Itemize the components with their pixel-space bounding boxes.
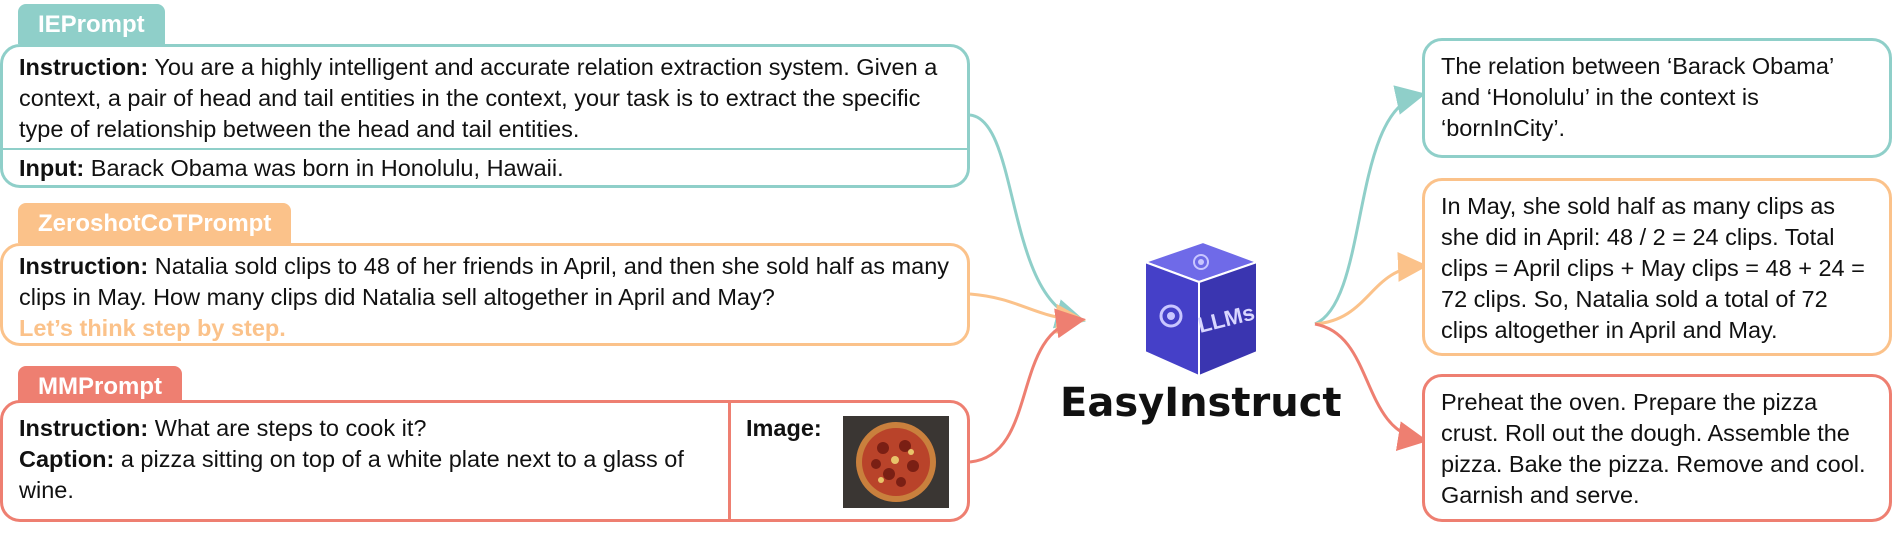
mmprompt-text: Instruction: What are steps to cook it? … bbox=[19, 415, 684, 503]
arrow-cot-out bbox=[1314, 251, 1428, 326]
mmprompt-box: Instruction: What are steps to cook it? … bbox=[0, 400, 970, 522]
mmprompt-tag: MMPrompt bbox=[18, 366, 182, 406]
ieprompt-instruction: Instruction: You are a highly intelligen… bbox=[19, 54, 938, 142]
ieprompt-box: Instruction: You are a highly intelligen… bbox=[0, 44, 970, 188]
ieprompt-input: Input: Barack Obama was born in Honolulu… bbox=[19, 155, 564, 181]
arrow-cot-in bbox=[969, 292, 1086, 334]
arrow-ie-in bbox=[969, 113, 1086, 329]
easyinstruct-title: EasyInstruct bbox=[1060, 380, 1342, 426]
zeroshotcot-box: Instruction: Natalia sold clips to 48 of… bbox=[0, 243, 970, 346]
zeroshotcot-tag: ZeroshotCoTPrompt bbox=[18, 203, 292, 243]
ieprompt-divider bbox=[3, 148, 967, 150]
output-cot: In May, she sold half as many clips as s… bbox=[1422, 178, 1892, 356]
arrow-ie-out bbox=[1314, 85, 1426, 326]
output-ie: The relation between ‘Barack Obama’ and … bbox=[1422, 38, 1892, 158]
zeroshotcot-trigger: Let’s think step by step. bbox=[19, 315, 286, 341]
mmprompt-divider bbox=[728, 403, 731, 519]
ieprompt-tag: IEPrompt bbox=[18, 4, 165, 44]
arrow-mm-in bbox=[969, 308, 1086, 464]
arrow-mm-out bbox=[1314, 322, 1428, 451]
mmprompt-image-label: Image: bbox=[746, 415, 822, 441]
zeroshotcot-instruction: Instruction: Natalia sold clips to 48 of… bbox=[19, 253, 950, 341]
llm-cube-icon: LLMs bbox=[1125, 240, 1275, 380]
pizza-image bbox=[843, 416, 949, 508]
output-mm: Preheat the oven. Prepare the pizza crus… bbox=[1422, 374, 1892, 522]
pizza-icon bbox=[843, 416, 949, 508]
